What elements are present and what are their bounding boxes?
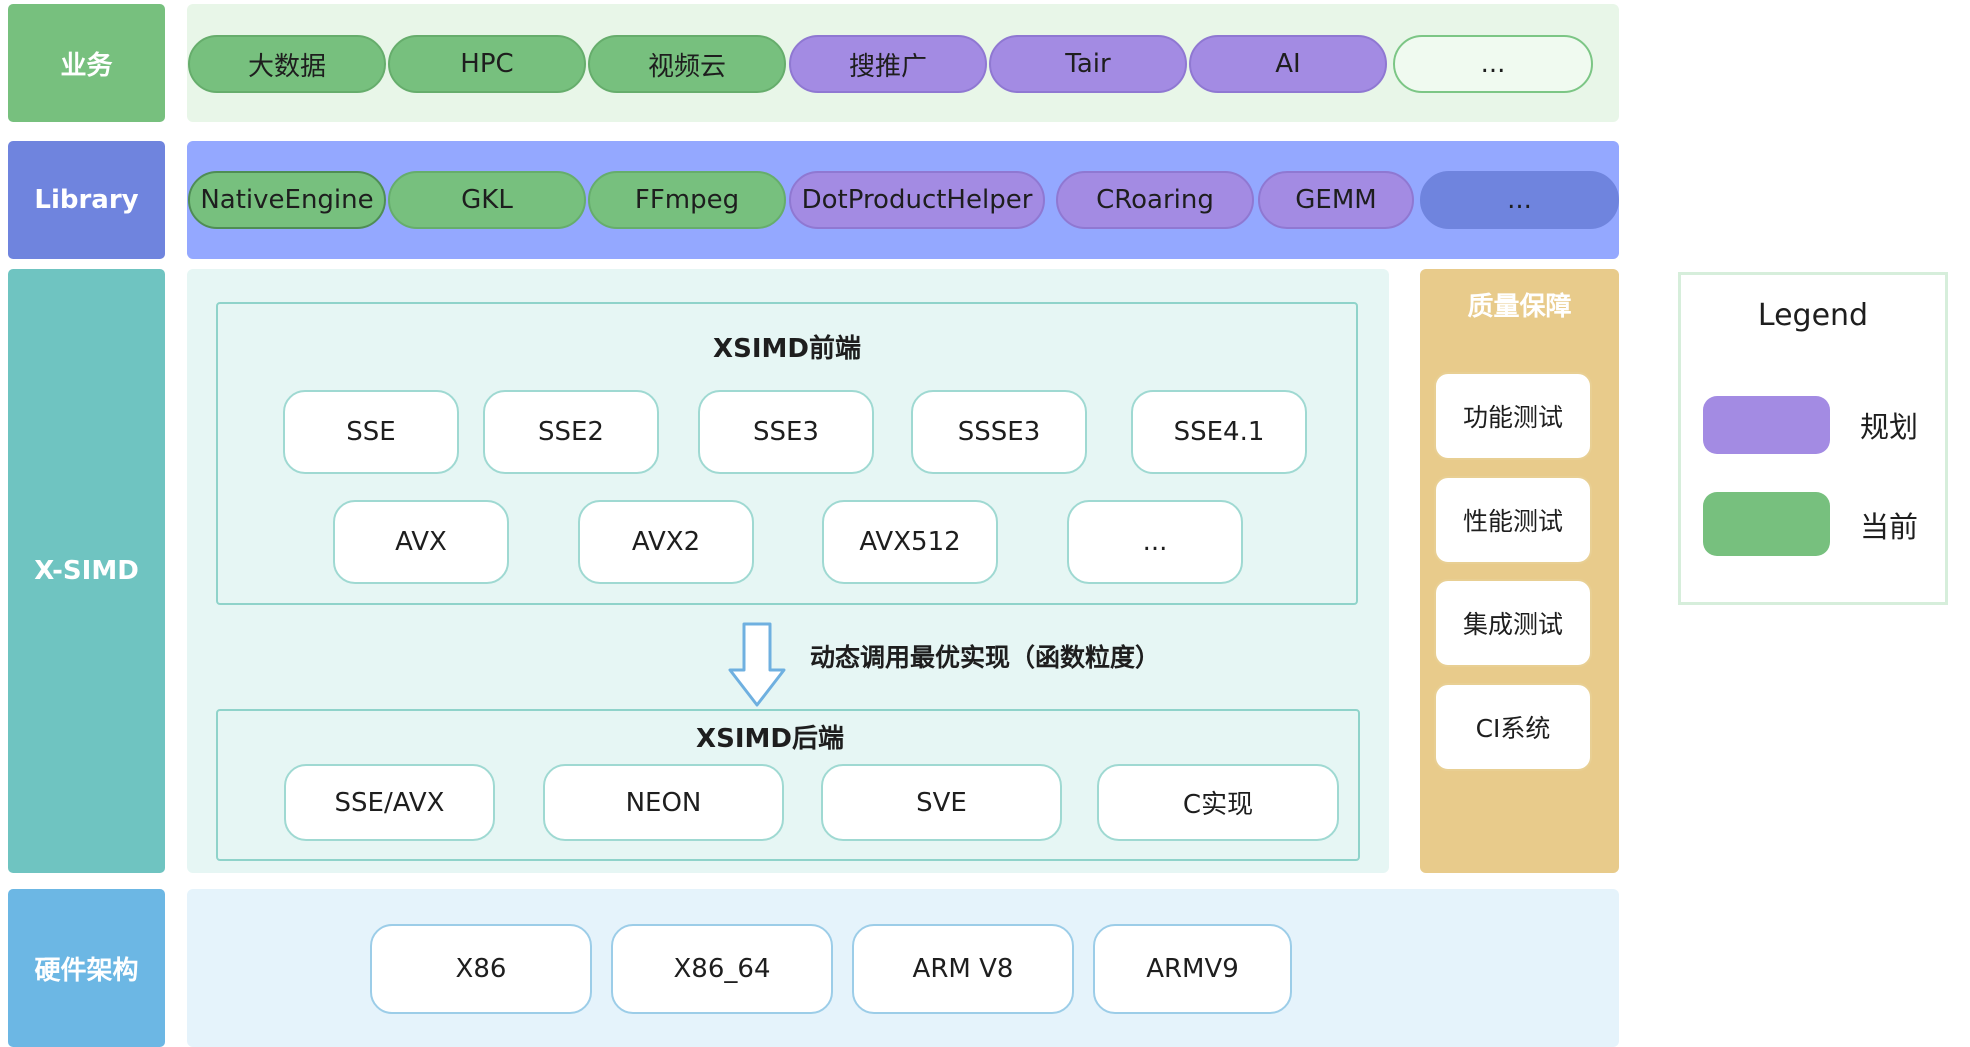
hardware-item-arm-v8: ARM V8 [852,924,1074,1014]
row-label-library: Library [8,141,165,259]
library-item-gemm: GEMM [1258,171,1414,229]
business-item-video-cloud: 视频云 [588,35,786,93]
legend-swatch-current [1703,492,1830,556]
frontend-item-sse2: SSE2 [483,390,659,474]
frontend-item-avx2: AVX2 [578,500,754,584]
down-arrow-icon [728,622,786,707]
library-item-nativeengine: NativeEngine [188,171,386,229]
xsimd-backend-title: XSIMD后端 [696,724,844,754]
legend-label-planned: 规划 [1860,410,1919,444]
library-item-gkl: GKL [388,171,586,229]
backend-item-neon: NEON [543,764,784,841]
quality-band [1420,269,1619,873]
backend-item-sse-avx: SSE/AVX [284,764,495,841]
frontend-item-sse3: SSE3 [698,390,874,474]
hardware-item-x86: X86 [370,924,592,1014]
row-label-xsimd: X-SIMD [8,269,165,873]
business-item-more: ... [1393,35,1593,93]
legend-swatch-planned [1703,396,1830,454]
row-label-hardware: 硬件架构 [8,889,165,1047]
quality-item-performance-test: 性能测试 [1434,476,1592,564]
frontend-item-avx512: AVX512 [822,500,998,584]
frontend-item-sse41: SSE4.1 [1131,390,1307,474]
business-item-search-recommend-ads: 搜推广 [789,35,987,93]
frontend-item-avx: AVX [333,500,509,584]
business-item-hpc: HPC [388,35,586,93]
frontend-item-ssse3: SSSE3 [911,390,1087,474]
library-item-more: ... [1420,171,1619,229]
backend-item-sve: SVE [821,764,1062,841]
backend-item-c-impl: C实现 [1097,764,1339,841]
row-label-business: 业务 [8,4,165,122]
business-item-bigdata: 大数据 [188,35,386,93]
hardware-item-armv9: ARMV9 [1093,924,1292,1014]
frontend-item-more: ... [1067,500,1243,584]
xsimd-frontend-group [216,302,1358,605]
library-item-ffmpeg: FFmpeg [588,171,786,229]
xsimd-frontend-title: XSIMD前端 [713,334,861,364]
hardware-item-x86-64: X86_64 [611,924,833,1014]
library-item-croaring: CRoaring [1056,171,1254,229]
quality-item-ci-system: CI系统 [1434,683,1592,771]
business-item-ai: AI [1189,35,1387,93]
library-item-dotproducthelper: DotProductHelper [789,171,1045,229]
quality-title: 质量保障 [1467,292,1572,322]
xsimd-backend-group [216,709,1360,861]
quality-item-functional-test: 功能测试 [1434,372,1592,460]
legend-label-current: 当前 [1860,510,1919,544]
quality-item-integration-test: 集成测试 [1434,579,1592,667]
legend-title: Legend [1757,298,1869,333]
dispatch-label: 动态调用最优实现（函数粒度） [810,643,1161,672]
business-item-tair: Tair [989,35,1187,93]
frontend-item-sse: SSE [283,390,459,474]
